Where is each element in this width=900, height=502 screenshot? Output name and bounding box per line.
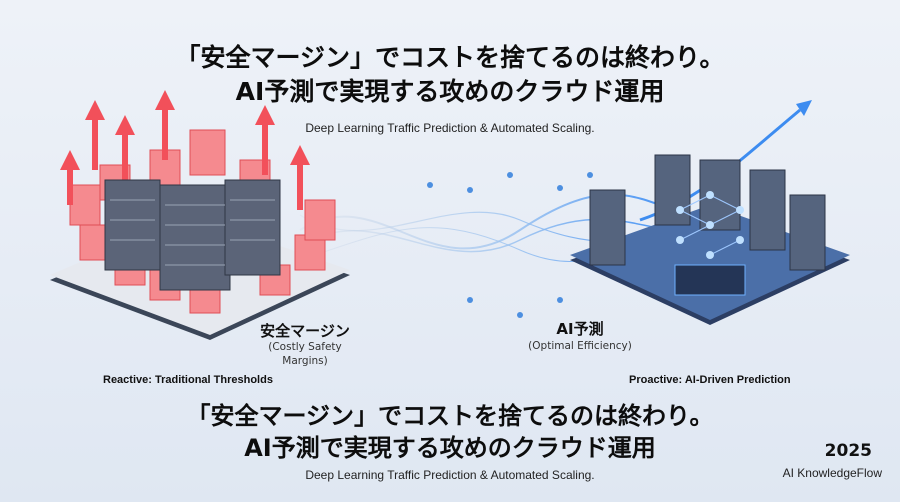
- reactive-server-illustration: [50, 90, 350, 340]
- brand-label: AI KnowledgeFlow: [782, 466, 882, 480]
- left-label: 安全マージン: [260, 322, 350, 340]
- year-label: 2025: [824, 441, 872, 461]
- right-label: AI予測: [556, 320, 604, 338]
- headline-line2: AI予測で実現する攻めのクラウド運用: [235, 77, 665, 106]
- left-sublabel-1: (Costly Safety: [268, 341, 342, 353]
- right-caption: Proactive: AI-Driven Prediction: [629, 374, 791, 386]
- right-sublabel: (Optimal Efficiency): [528, 340, 632, 352]
- footer-title-line1: 「安全マージン」でコストを捨てるのは終わり。: [186, 402, 714, 430]
- headline-line1: 「安全マージン」でコストを捨てるのは終わり。: [175, 43, 725, 72]
- ai-prediction-illustration: [570, 154, 850, 325]
- left-sublabel-2: Margins): [282, 355, 328, 367]
- left-caption: Reactive: Traditional Thresholds: [103, 374, 273, 386]
- footer-subtitle: Deep Learning Traffic Prediction & Autom…: [305, 468, 595, 482]
- footer-title-line2: AI予測で実現する攻めのクラウド運用: [244, 434, 656, 462]
- headline-subtitle: Deep Learning Traffic Prediction & Autom…: [305, 121, 595, 135]
